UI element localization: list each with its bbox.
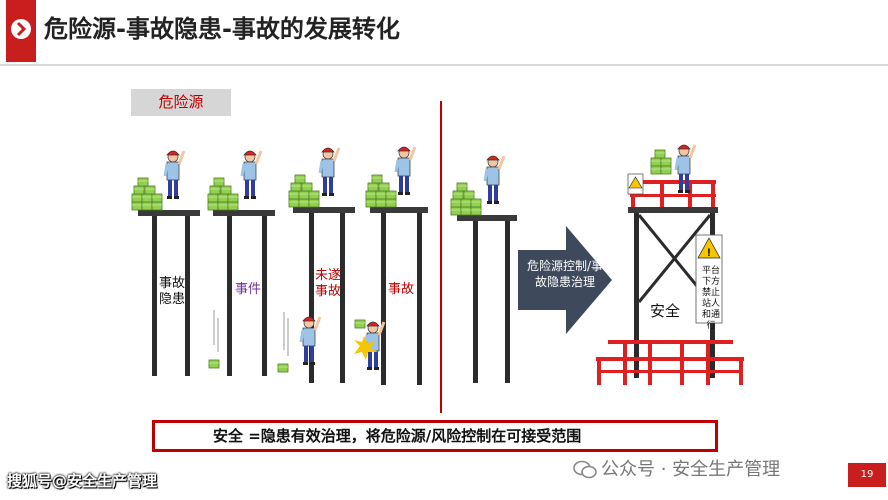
bottom-statement-box: 安全 =隐患有效治理，将危险源/风险控制在可接受范围: [152, 420, 718, 452]
safe-platform: !: [596, 143, 744, 385]
watermark-right-text: 公众号 · 安全生产管理: [601, 459, 781, 480]
pillar-label-hidden-danger: 事故隐患: [158, 276, 185, 307]
chevron-right-icon: [11, 19, 31, 39]
platform-4: [354, 145, 428, 385]
warning-sign-text: 平台下方禁止站人和通行: [701, 266, 720, 331]
page-number: 19: [848, 463, 886, 487]
platform-5: [451, 154, 517, 383]
platform-1: [132, 149, 200, 376]
bottom-statement: 安全 =隐患有效治理，将危险源/风险控制在可接受范围: [213, 427, 582, 445]
slide-title: 危险源-事故隐患-事故的发展转化: [44, 15, 400, 43]
center-divider: [440, 101, 442, 413]
title-badge: [6, 0, 36, 62]
safe-label: 安全: [650, 302, 681, 320]
pillar-label-accident: 事故: [387, 282, 414, 297]
watermark-right: 公众号 · 安全生产管理: [573, 455, 780, 481]
svg-text:!: !: [707, 247, 711, 259]
big-arrow: [518, 226, 612, 334]
platform-3: [277, 146, 355, 383]
platform-2: [208, 149, 275, 376]
pillar-label-incident: 事件: [234, 282, 261, 297]
pillar-label-near-miss: 未遂事故: [314, 268, 341, 299]
watermark-left: 搜狐号@安全生产管理: [7, 472, 158, 490]
hazard-tag: 危险源: [131, 89, 231, 116]
title-rule: [0, 64, 888, 66]
wechat-icon: [573, 460, 597, 479]
arrow-text: 危险源控制/事故隐患治理: [526, 259, 604, 289]
